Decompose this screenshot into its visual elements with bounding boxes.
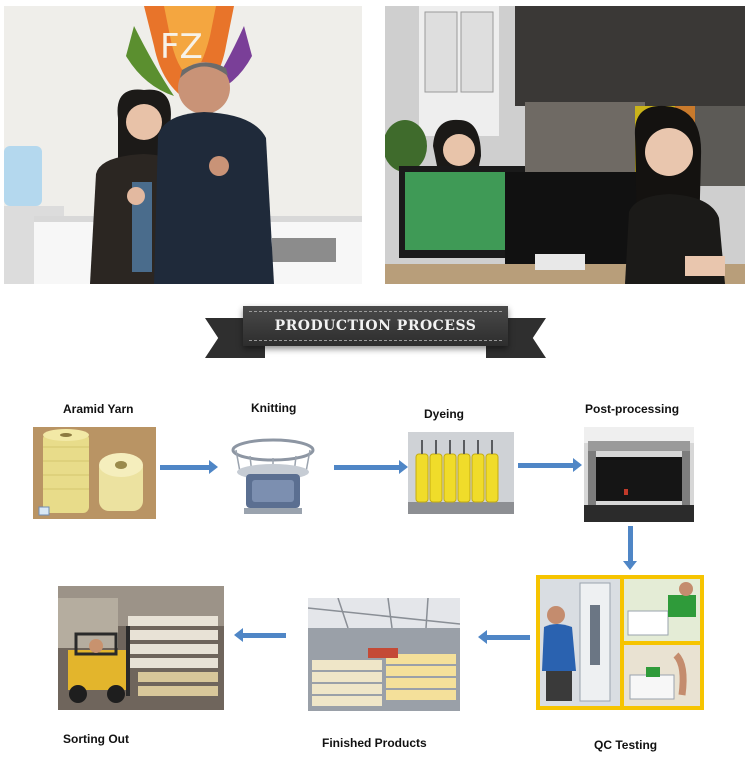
office-staff-photo [385, 6, 745, 284]
staff-scene-illustration [385, 6, 745, 284]
banner-title: PRODUCTION PROCESS [274, 318, 477, 334]
office-logo-text: FZ [160, 27, 203, 67]
arrow-finished-to-sorting [234, 628, 286, 642]
post-processing-image [584, 427, 694, 522]
knitting-machine-illustration [226, 428, 320, 516]
forklift-warehouse-illustration [58, 586, 224, 710]
step-label-dyeing: Dyeing [424, 407, 465, 421]
arrow-knitting-to-dyeing [334, 460, 408, 474]
warehouse-rolls-illustration [308, 598, 460, 711]
office-team-photo: FZ [4, 6, 362, 284]
step-label-finished-products: Finished Products [322, 736, 427, 750]
production-process-banner: PRODUCTION PROCESS [243, 306, 508, 346]
yarn-spools-illustration [33, 427, 156, 519]
arrow-yarn-to-knitting [160, 460, 218, 474]
dyeing-rolls-illustration [408, 432, 514, 514]
finished-products-image [308, 598, 460, 711]
aramid-yarn-image [33, 427, 156, 519]
step-label-qc-testing: QC Testing [594, 738, 658, 752]
knitting-machine-image [226, 428, 320, 516]
arrow-post-to-qc [623, 526, 637, 570]
office-scene-illustration: FZ [4, 6, 362, 284]
dyeing-image [408, 432, 514, 514]
qc-testing-collage [536, 575, 704, 710]
step-label-post-processing: Post-processing [585, 402, 680, 416]
sorting-out-image [58, 586, 224, 710]
step-label-knitting: Knitting [251, 401, 297, 415]
qc-testing-image [536, 575, 704, 710]
post-processing-machine-illustration [584, 427, 694, 522]
step-label-sorting-out: Sorting Out [63, 732, 129, 746]
step-label-aramid-yarn: Aramid Yarn [63, 402, 134, 416]
arrow-qc-to-finished [478, 630, 530, 644]
arrow-dyeing-to-post [518, 458, 582, 472]
